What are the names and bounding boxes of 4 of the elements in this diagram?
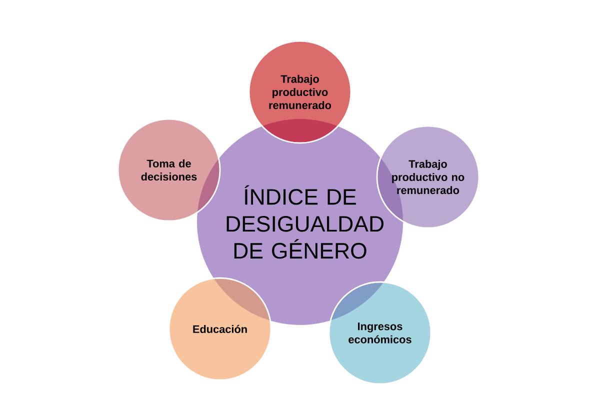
node-label: Toma de decisiones — [141, 159, 197, 181]
node-label: Educación — [193, 324, 247, 334]
node-label: económicos — [348, 335, 412, 344]
node-label: Trabajo productivo remunerado — [269, 74, 332, 110]
